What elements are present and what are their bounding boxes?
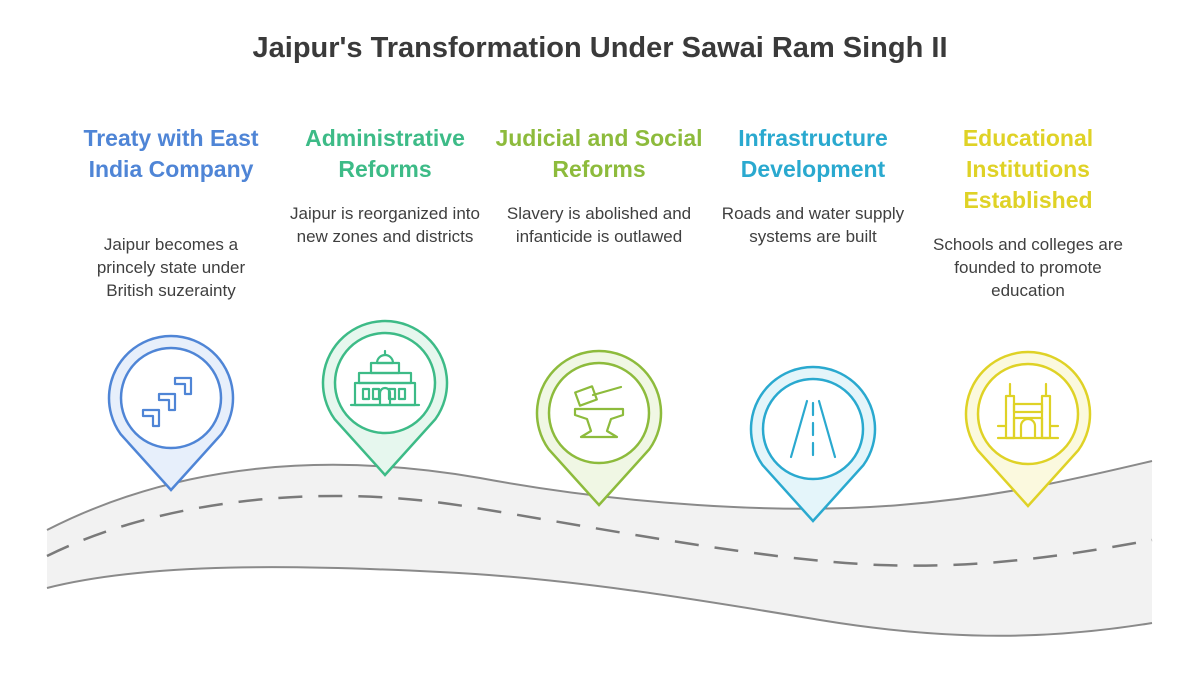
winding-road [47, 461, 1152, 636]
road-bottom-edge [46, 566, 1153, 637]
milestone-heading: Judicial and Social Reforms [495, 125, 703, 182]
milestone-heading: Treaty with East India Company [83, 125, 259, 182]
milestone-pin [964, 350, 1092, 508]
milestone-heading: Infrastructure Development [738, 125, 888, 182]
gavel-anvil-icon [573, 385, 625, 439]
milestone-description: Roads and water supply systems are built [721, 204, 905, 246]
milestone-heading: Educational Institutions Established [962, 125, 1094, 213]
pin-inner-circle [547, 361, 651, 465]
milestone-pin [535, 349, 663, 507]
milestone-pin [107, 334, 235, 492]
road-center-dashes [46, 494, 1153, 567]
road-icon [789, 399, 837, 459]
milestone-description: Schools and colleges are founded to prom… [933, 235, 1123, 300]
school-gate-icon [996, 382, 1060, 440]
milestone-pin [321, 319, 449, 477]
pin-inner-circle [119, 346, 223, 450]
pin-inner-circle [976, 362, 1080, 466]
milestone-heading: Administrative Reforms [305, 125, 465, 182]
page-title: Jaipur's Transformation Under Sawai Ram … [252, 32, 948, 64]
government-building-icon [349, 349, 421, 407]
double-chevron-arrows-icon [141, 376, 193, 428]
milestone-description: Slavery is abolished and infanticide is … [506, 204, 692, 246]
milestone-description: Jaipur becomes a princely state under Br… [96, 235, 246, 300]
milestone-pin [749, 365, 877, 523]
milestone-description: Jaipur is reorganized into new zones and… [290, 204, 480, 246]
